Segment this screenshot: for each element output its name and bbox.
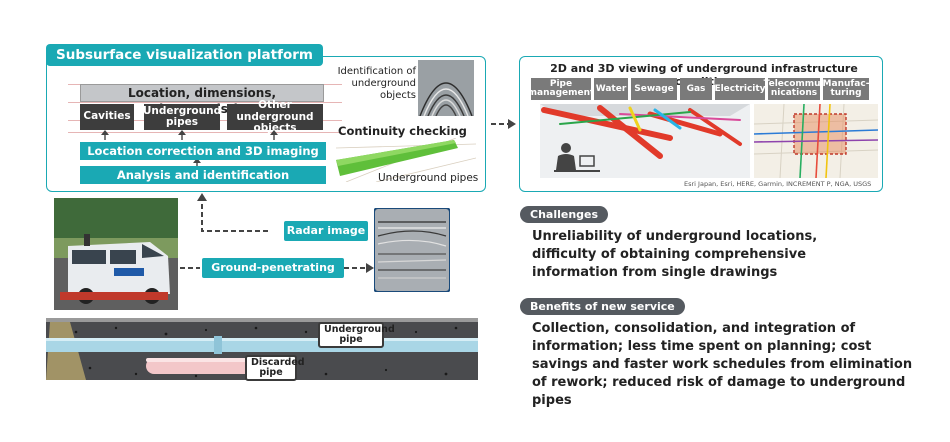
radar-scan-image [374, 208, 450, 292]
challenges-pill: Challenges [520, 206, 609, 223]
survey-van-photo [54, 198, 178, 310]
cavities-box: Cavities [80, 104, 134, 130]
underground-pipes-box: Underground pipes [142, 104, 222, 130]
category-manufacturing: Manufac-turing [822, 78, 870, 100]
location-correction-bar: Location correction and 3D imaging [80, 142, 326, 160]
continuity-label: Continuity checking [338, 124, 467, 138]
category-gas: Gas [680, 78, 712, 100]
3d-pipe-view [540, 104, 750, 178]
map-credit: Esri Japan, Esri, HERE, Garmin, INCREMEN… [684, 180, 872, 188]
discarded-pipe-tag: Discarded pipe [245, 355, 305, 381]
2d-map-view [754, 104, 878, 178]
platform-title: Subsurface visualization platform [46, 44, 323, 66]
radar-image-label: Radar image [284, 221, 368, 241]
category-electricity: Electricity [714, 78, 766, 100]
analysis-bar: Analysis and identification [80, 166, 326, 184]
underground-pipe-tag: Underground pipe [318, 322, 395, 348]
other-objects-box: Other underground objects [227, 100, 323, 133]
gpr-label: Ground-penetrating radar [202, 258, 344, 294]
hyperbola-radar-thumbnail [418, 60, 474, 116]
benefits-pill: Benefits of new service [520, 298, 685, 315]
category-water: Water [594, 78, 628, 100]
category-telecommunications: Telecommu-nications [763, 78, 825, 100]
category-sewage: Sewage [631, 78, 677, 100]
underground-pipes-label: Underground pipes [378, 172, 479, 184]
category-pipe-management: Pipe management [527, 78, 595, 100]
background-rule [68, 102, 342, 103]
continuity-pipe-graphic [336, 138, 476, 182]
identification-label: Identification of underground objects [337, 66, 416, 101]
benefits-text: Collection, consolidation, and integrati… [532, 321, 913, 408]
background-rule [68, 132, 342, 133]
challenges-text: Unreliability of underground locations, … [532, 229, 818, 280]
